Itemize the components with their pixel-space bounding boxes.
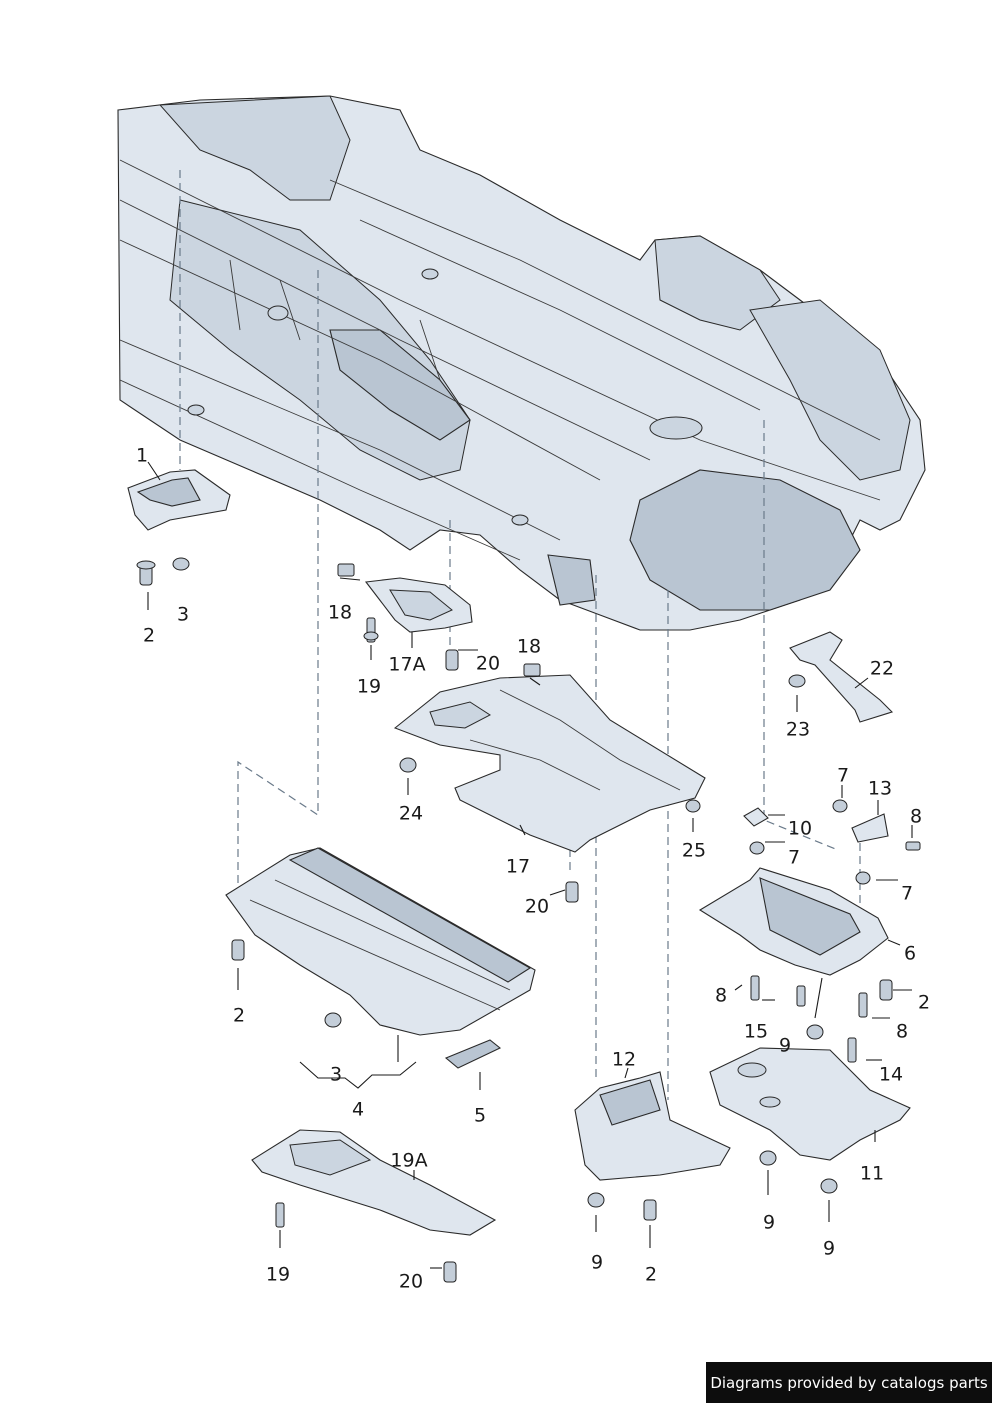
fastener-3-left-front — [172, 557, 190, 571]
callout-6: 6 — [903, 942, 917, 965]
callout-23: 23 — [785, 718, 811, 741]
callout-12: 12 — [611, 1048, 637, 1071]
fastener-2-center-panel — [231, 939, 245, 961]
fastener-7-top — [832, 799, 848, 813]
callout-2: 2 — [232, 1004, 246, 1027]
callout-14: 14 — [878, 1063, 904, 1086]
callout-19: 19 — [356, 675, 382, 698]
fastener-20-mid — [565, 881, 579, 903]
fastener-3-center-panel — [324, 1012, 342, 1028]
callout-10: 10 — [787, 817, 813, 840]
callout-9: 9 — [822, 1237, 836, 1260]
part-13-bracket — [851, 813, 889, 843]
fastener-7-mid — [749, 841, 765, 855]
fastener-19-bottom — [275, 1202, 285, 1228]
fastener-2-right — [879, 979, 893, 1001]
fastener-18-left — [337, 563, 355, 577]
fasteners — [136, 557, 921, 1283]
part-17A-cover — [364, 577, 473, 633]
callout-7: 7 — [900, 882, 914, 905]
callout-22: 22 — [869, 657, 895, 680]
callout-19A: 19A — [390, 1149, 428, 1172]
fastener-20-top — [445, 649, 459, 671]
callout-7: 7 — [836, 764, 850, 787]
fastener-20-bottom — [443, 1261, 457, 1283]
part-10-clip — [743, 807, 769, 827]
callout-15: 15 — [743, 1020, 769, 1043]
part-17-underbody-panel — [393, 674, 706, 853]
fastener-8-right — [858, 992, 868, 1018]
fastener-19 — [363, 617, 379, 643]
callout-5: 5 — [473, 1104, 487, 1127]
callout-2: 2 — [142, 624, 156, 647]
callout-18: 18 — [327, 601, 353, 624]
callout-19: 19 — [265, 1263, 291, 1286]
callout-20: 20 — [475, 652, 501, 675]
callout-13: 13 — [867, 777, 893, 800]
fastener-23 — [788, 674, 806, 688]
fastener-24 — [399, 757, 417, 773]
fastener-2-bottom — [643, 1199, 657, 1221]
callout-24: 24 — [398, 802, 424, 825]
callout-20: 20 — [398, 1270, 424, 1293]
fastener-15 — [796, 985, 806, 1007]
callout-2: 2 — [917, 991, 931, 1014]
callout-9: 9 — [778, 1034, 792, 1057]
part-22-bracket — [789, 631, 894, 723]
part-5-strip — [444, 1039, 502, 1069]
part-11-cover — [709, 1047, 911, 1161]
callout-7: 7 — [787, 846, 801, 869]
callout-3: 3 — [176, 603, 190, 626]
callout-17: 17 — [505, 855, 531, 878]
fastener-25 — [685, 799, 701, 813]
attribution-footer: Diagrams provided by catalogs parts — [706, 1362, 992, 1403]
part-12-cover — [574, 1071, 731, 1181]
callout-11: 11 — [859, 1162, 885, 1185]
callout-20: 20 — [524, 895, 550, 918]
part-6-cover — [698, 867, 889, 976]
callout-9: 9 — [590, 1251, 604, 1274]
callout-8: 8 — [909, 805, 923, 828]
callout-3: 3 — [329, 1063, 343, 1086]
callout-9: 9 — [762, 1211, 776, 1234]
callout-17A: 17A — [388, 653, 426, 676]
fastener-18-top — [523, 663, 541, 677]
fastener-9-mid — [806, 1024, 824, 1040]
part-1-cover — [127, 469, 231, 531]
vehicle-underbody — [117, 95, 926, 631]
fastener-7-right — [855, 871, 871, 885]
part-4-center-panel — [225, 847, 536, 1036]
fastener-9-right — [820, 1178, 838, 1194]
callout-1: 1 — [135, 444, 149, 467]
callout-4: 4 — [351, 1098, 365, 1121]
fastener-14 — [847, 1037, 857, 1063]
callout-18: 18 — [516, 635, 542, 658]
fastener-8-top — [905, 841, 921, 851]
fastener-2-left-front — [136, 560, 156, 586]
callout-8: 8 — [895, 1020, 909, 1043]
callout-2: 2 — [644, 1263, 658, 1286]
fastener-9-left — [587, 1192, 605, 1208]
leader-lines — [147, 461, 913, 1269]
fastener-9-center — [759, 1150, 777, 1166]
callout-25: 25 — [681, 839, 707, 862]
part-19A-panel — [251, 1129, 497, 1236]
fastener-8-left — [750, 975, 760, 1001]
callout-8: 8 — [714, 984, 728, 1007]
